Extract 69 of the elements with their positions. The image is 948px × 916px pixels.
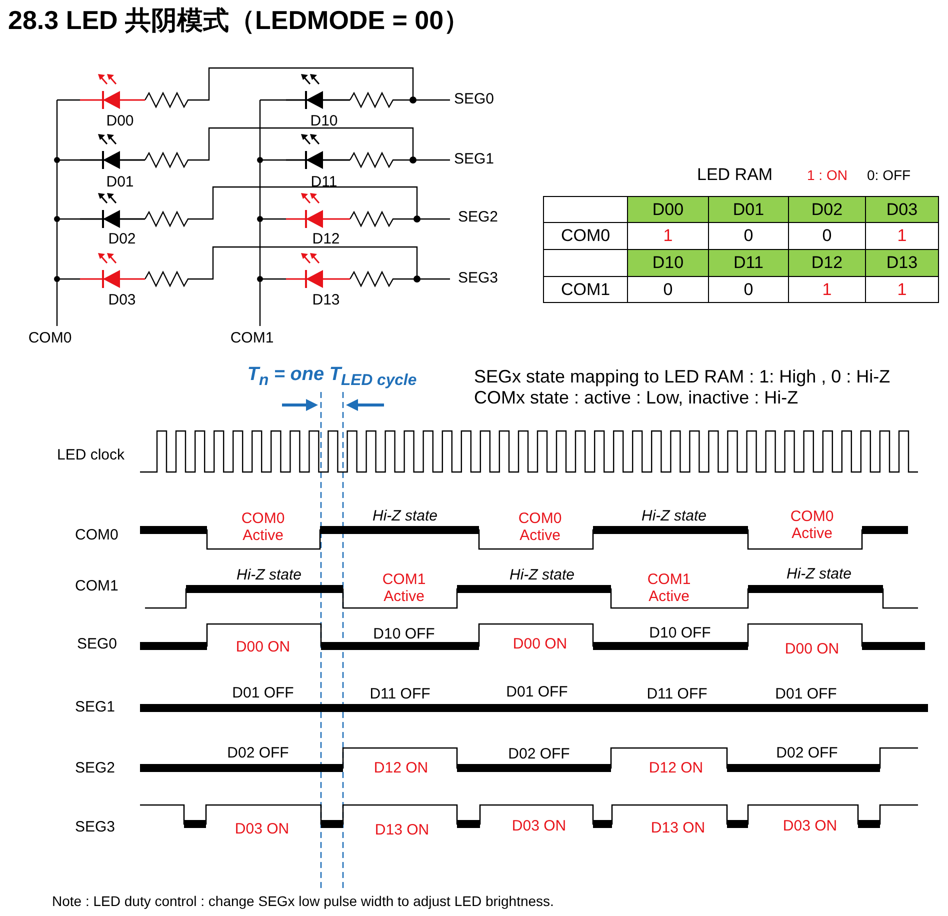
state-label: D00 ON [236,638,290,656]
led-label: D02 [108,230,136,248]
state-label: D13 ON [650,819,706,837]
table-cell: D01 [708,196,789,223]
state-label: D00 ON [512,635,568,653]
signal-label: SEG3 [75,818,116,836]
state-label: COM0 Active [517,510,563,544]
table-cell: D11 [708,249,789,277]
state-label: Hi-Z state [236,566,302,584]
table-cell: D03 [865,196,939,223]
table-cell: COM1 [543,276,628,303]
state-label: D02 OFF [227,744,289,762]
state-label: D13 ON [374,821,430,839]
state-label: COM1 Active [646,570,692,606]
signal-label: SEG2 [75,759,116,777]
state-label: Hi-Z state [786,565,852,583]
table-cell: D02 [788,196,866,223]
table-cell: D00 [627,196,709,223]
signal-label: SEG2 [458,208,498,226]
state-label: COM0 Active [789,508,835,542]
state-label: D00 ON [784,640,840,658]
state-label: D03 ON [782,817,838,835]
state-label: D02 OFF [508,745,570,763]
state-label: D11 OFF [370,685,430,703]
table-title: LED RAM [697,165,773,185]
table-cell: 1 [865,276,939,303]
led-label: D01 [106,173,134,191]
period-label: T$_{n}$ = one T$_{LED cycle}$ [247,364,417,390]
signal-label: COM0 [75,526,118,544]
state-label: D01 OFF [775,685,837,703]
led-label: D11 [310,173,338,191]
state-label: COM0 Active [240,510,286,544]
state-label: Hi-Z state [510,566,574,584]
state-label: D12 ON [374,759,428,777]
table-cell: D10 [627,249,709,277]
table-cell: D13 [865,249,939,277]
led-label: D03 [108,291,136,309]
state-label: D11 OFF [646,685,708,703]
state-label: D03 ON [512,817,566,835]
led-label: D13 [312,291,340,309]
state-label: D01 OFF [232,684,294,702]
led-label: D00 [106,112,134,130]
state-label: COM1 Active [381,570,427,606]
heading: 28.3 LED 共阴模式（LEDMODE = 00） [8,6,470,36]
note: Note : LED duty control : change SEGx low pulse width to adjust LED brightness. [52,892,554,910]
signal-label: SEG0 [77,635,118,653]
state-label: Hi-Z state [642,507,706,525]
state-label: Hi-Z state [372,507,438,525]
state-label: D03 ON [234,820,290,838]
legend-text: 1 : ON [807,166,848,184]
signal-label: SEG0 [454,90,494,108]
state-label: D12 ON [648,759,704,777]
state-label: D02 OFF [776,744,838,762]
state-label: D10 OFF [373,625,435,643]
note: COMx state : active : Low, inactive : Hi-Z [474,388,798,408]
state-label: D10 OFF [649,624,711,642]
signal-label: LED clock [57,446,125,464]
legend-text: 0: OFF [867,166,911,184]
signal-label: COM1 [230,329,274,347]
signal-label: SEG1 [454,150,494,168]
led-label: D10 [310,112,338,130]
note: SEGx state mapping to LED RAM : 1: High , 0 : Hi-Z [474,366,890,388]
led-label: D12 [312,230,340,248]
signal-label: SEG1 [75,698,116,716]
table-cell: D12 [788,249,866,277]
signal-label: COM0 [28,329,72,347]
signal-label: COM1 [75,577,118,595]
signal-label: SEG3 [458,269,498,287]
state-label: D01 OFF [506,683,568,701]
